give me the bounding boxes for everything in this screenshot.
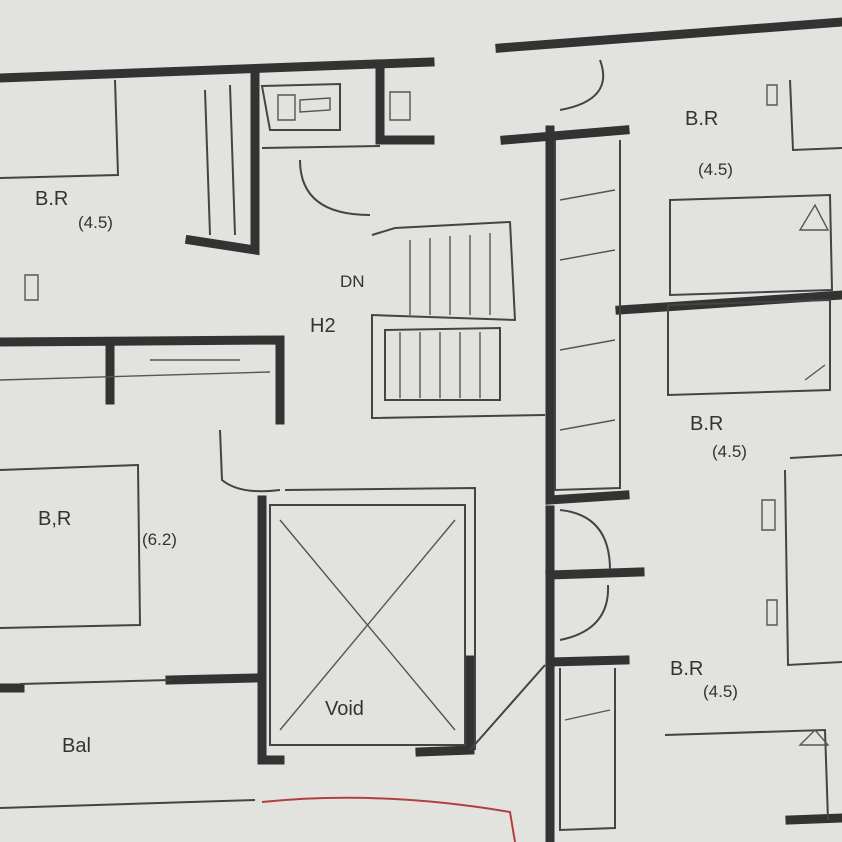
room-size: (4.5): [78, 213, 113, 232]
room-name: B.R: [35, 188, 68, 210]
room-size: (4.5): [698, 160, 733, 179]
hall-label: H2: [310, 315, 336, 337]
room-size: (6.2): [142, 530, 177, 549]
void-label: Void: [325, 698, 364, 720]
room-name: B,R: [38, 508, 71, 530]
balcony-label: Bal: [62, 735, 91, 757]
room-name: B.R: [690, 413, 723, 435]
walls: [0, 17, 842, 842]
labels: B.R (4.5) B.R (4.5) B.R (4.5) B,R (6.2) …: [35, 108, 747, 757]
room-name: B.R: [670, 658, 703, 680]
room-name: B.R: [685, 108, 718, 130]
stair-treads: [0, 84, 830, 746]
stair-direction-label: DN: [340, 272, 365, 291]
room-size: (4.5): [703, 682, 738, 701]
thin-lines: [0, 59, 842, 842]
room-size: (4.5): [712, 442, 747, 461]
